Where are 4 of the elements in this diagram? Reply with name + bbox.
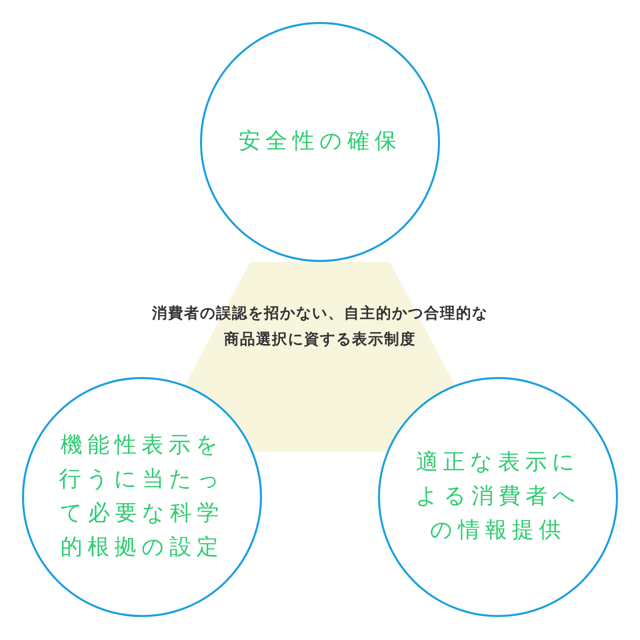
- center-text: 消費者の誤認を招かない、自主的かつ合理的な商品選択に資する表示制度: [151, 303, 489, 350]
- node-text: 適正な表示による消費者への情報提供: [414, 449, 582, 545]
- node-text: 安全性の確保: [238, 128, 402, 156]
- node-text: 機能性表示を行うに当たって必要な科学的根拠の設定: [58, 432, 226, 562]
